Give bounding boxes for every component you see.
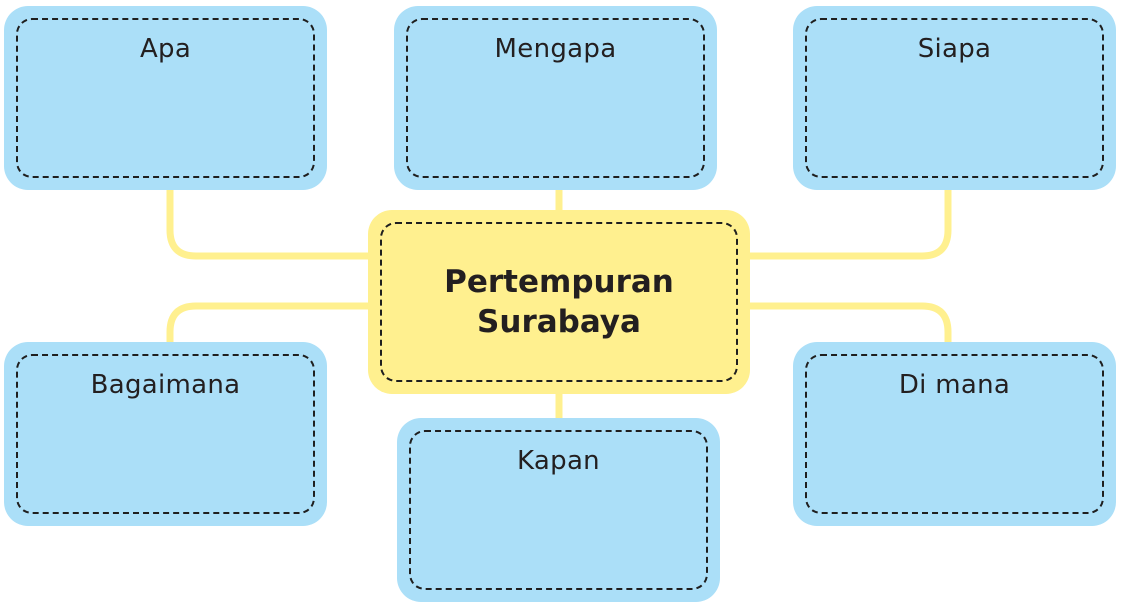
center-topic-inner: Pertempuran Surabaya	[380, 222, 738, 382]
label-bagaimana: Bagaimana	[90, 370, 241, 400]
center-topic-line-1: Pertempuran	[444, 264, 674, 300]
connector-di-mana	[742, 302, 952, 352]
connector-bagaimana	[166, 302, 376, 352]
answer-area-siapa[interactable]: Siapa	[805, 18, 1104, 178]
answer-area-bagaimana[interactable]: Bagaimana	[16, 354, 315, 514]
label-siapa: Siapa	[917, 34, 992, 64]
box-bagaimana: Bagaimana	[4, 342, 327, 526]
connector-siapa	[742, 182, 952, 260]
connector-apa	[166, 182, 376, 260]
label-di-mana: Di mana	[898, 370, 1011, 400]
center-topic-title: Pertempuran Surabaya	[382, 262, 736, 342]
label-mengapa: Mengapa	[494, 34, 617, 64]
answer-area-mengapa[interactable]: Mengapa	[406, 18, 705, 178]
answer-area-kapan[interactable]: Kapan	[409, 430, 708, 590]
box-siapa: Siapa	[793, 6, 1116, 190]
box-di-mana: Di mana	[793, 342, 1116, 526]
answer-area-apa[interactable]: Apa	[16, 18, 315, 178]
box-kapan: Kapan	[397, 418, 720, 602]
label-kapan: Kapan	[517, 446, 600, 476]
center-topic-line-2: Surabaya	[477, 304, 641, 340]
label-apa: Apa	[139, 34, 192, 64]
box-apa: Apa	[4, 6, 327, 190]
box-mengapa: Mengapa	[394, 6, 717, 190]
answer-area-di-mana[interactable]: Di mana	[805, 354, 1104, 514]
center-topic-box: Pertempuran Surabaya	[368, 210, 750, 394]
